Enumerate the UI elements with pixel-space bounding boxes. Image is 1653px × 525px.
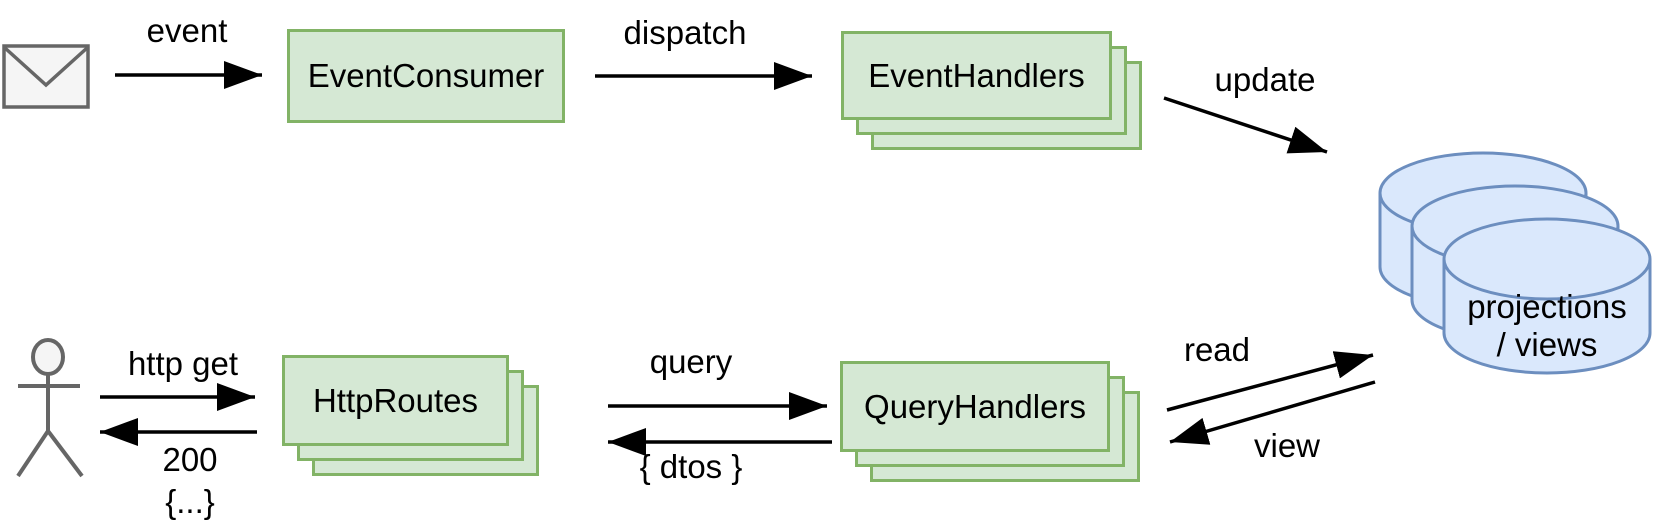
query-handlers-node: QueryHandlers [840,361,1140,482]
projections-views-label: projections / views [1467,288,1627,364]
event-consumer-label: EventConsumer [307,57,545,94]
event-handlers-front-box: EventHandlers [841,31,1112,120]
read-arrow [1166,351,1374,412]
view-arrow [1169,380,1376,445]
event-handlers-node: EventHandlers [841,31,1142,150]
edge-label-event: event [146,12,228,49]
http-routes-node: HttpRoutes [282,355,539,476]
http-routes-label: HttpRoutes [312,381,479,419]
edge-label-update: update [1214,61,1316,98]
edge-label-http-response-code: 200 [162,441,218,478]
database-cylinder-icon [1378,151,1652,375]
event-handlers-label: EventHandlers [868,56,1085,94]
query-handlers-front-box: QueryHandlers [840,361,1110,452]
edge-label-http-get: http get [127,345,239,382]
projections-views-label-line1: projections [1467,288,1627,325]
edge-label-dtos: { dtos } [639,448,743,485]
edge-label-dispatch: dispatch [623,14,747,51]
update-arrow [1163,96,1328,154]
envelope-icon [2,44,90,109]
edge-label-read: read [1183,331,1251,368]
projections-views-label-line2: / views [1496,326,1598,363]
http-routes-front-box: HttpRoutes [282,355,509,446]
actor-stick-figure-icon [16,338,84,478]
edge-label-http-response-body: {...} [165,483,215,520]
edge-label-query: query [649,343,733,380]
edge-label-view: view [1253,427,1321,464]
event-consumer-node: EventConsumer [287,29,565,123]
query-handlers-label: QueryHandlers [864,387,1086,425]
